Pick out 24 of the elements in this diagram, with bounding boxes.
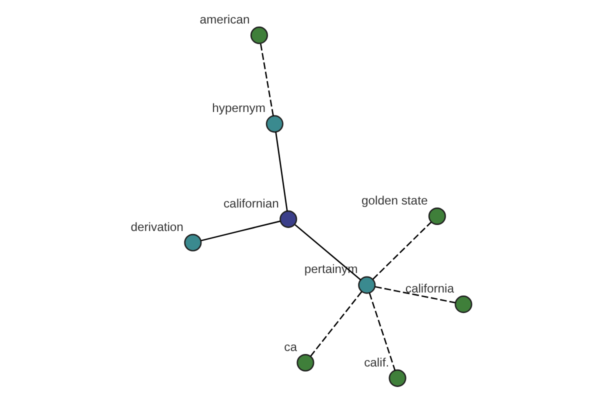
node-label: derivation bbox=[130, 220, 183, 234]
node-circle bbox=[250, 26, 268, 44]
node-label: ca bbox=[284, 340, 297, 354]
connector bbox=[200, 220, 280, 242]
connector bbox=[260, 44, 274, 116]
node-label: calif. bbox=[364, 355, 389, 370]
node-label: american bbox=[199, 12, 250, 26]
node-label: californian bbox=[222, 196, 278, 210]
connector bbox=[274, 132, 288, 212]
node-circle bbox=[428, 207, 446, 226]
node-circle bbox=[184, 234, 202, 252]
connector bbox=[374, 286, 455, 304]
node-label: hypernym bbox=[212, 101, 266, 116]
node-circle bbox=[388, 369, 406, 387]
node-circle bbox=[358, 276, 376, 294]
node-label: california bbox=[404, 281, 454, 296]
node-label: golden state bbox=[360, 193, 428, 208]
node-circle bbox=[296, 354, 314, 372]
connector bbox=[368, 292, 396, 370]
node-circle bbox=[279, 210, 297, 228]
connector bbox=[310, 291, 362, 357]
node-circle bbox=[454, 296, 472, 314]
node-circle bbox=[265, 115, 283, 133]
connector bbox=[372, 222, 432, 280]
